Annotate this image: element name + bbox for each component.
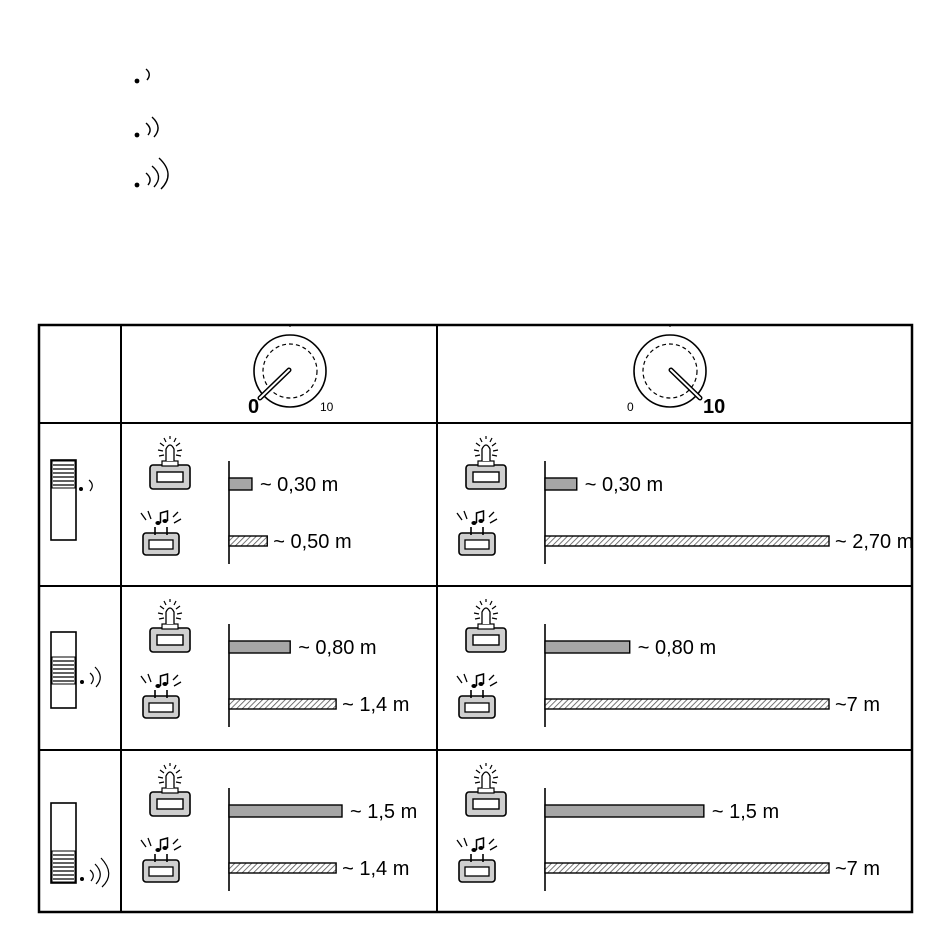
light-range-bar [545,478,577,490]
range-cell: ~ 1,5 m ~7 m [457,763,880,891]
range-cell: ~ 0,80 m ~7 m [457,599,880,727]
range-cell: ~ 0,30 m ~ 0,50 m [141,436,352,564]
sound-range-bar [545,536,829,546]
slide-switch-icon [51,803,109,887]
dial-big-label: 0 [248,396,259,418]
sound-alarm-icon [457,838,497,882]
flashing-light-icon [150,436,190,489]
sound-alarm-icon [141,674,181,718]
sound-range-label: ~ 0,50 m [273,531,351,553]
light-range-label: ~ 0,30 m [260,474,338,496]
flashing-light-icon [466,763,506,816]
slide-switch-icon [51,460,92,540]
light-range-label: ~ 1,5 m [350,801,417,823]
sound-range-label: ~ 2,70 m [835,531,913,553]
light-range-bar [229,478,252,490]
light-range-bar [545,805,704,817]
range-cell: ~ 0,30 m ~ 2,70 m [457,436,913,564]
sound-range-bar [545,863,829,873]
light-range-bar [229,641,290,653]
light-range-label: ~ 0,80 m [638,637,716,659]
flashing-light-icon [466,599,506,652]
sound-range-bar [229,699,336,709]
sound-range-label: ~7 m [835,694,880,716]
slide-switch-icon [51,632,100,708]
sound-range-label: ~ 1,4 m [342,858,409,880]
sound-alarm-icon [141,838,181,882]
sound-alarm-icon [457,674,497,718]
range-cell: ~ 1,5 m ~ 1,4 m [141,763,417,891]
flashing-light-icon [150,599,190,652]
sound-range-bar [229,863,336,873]
dial-small-label: 0 [627,400,634,414]
sound-range-bar [229,536,267,546]
sound-alarm-icon [141,511,181,555]
flashing-light-icon [466,436,506,489]
light-range-label: ~ 0,30 m [585,474,663,496]
sound-range-label: ~7 m [835,858,880,880]
sensitivity-dial-icon [254,324,326,407]
sound-range-bar [545,699,829,709]
sound-range-label: ~ 1,4 m [342,694,409,716]
dial-big-label: 10 [703,396,725,418]
light-range-label: ~ 1,5 m [712,801,779,823]
sound-alarm-icon [457,511,497,555]
flashing-light-icon [150,763,190,816]
sensitivity-dial-icon [634,324,706,407]
light-range-bar [545,641,630,653]
dial-small-label: 10 [320,400,334,414]
light-range-bar [229,805,342,817]
light-range-label: ~ 0,80 m [298,637,376,659]
range-cell: ~ 0,80 m ~ 1,4 m [141,599,409,727]
